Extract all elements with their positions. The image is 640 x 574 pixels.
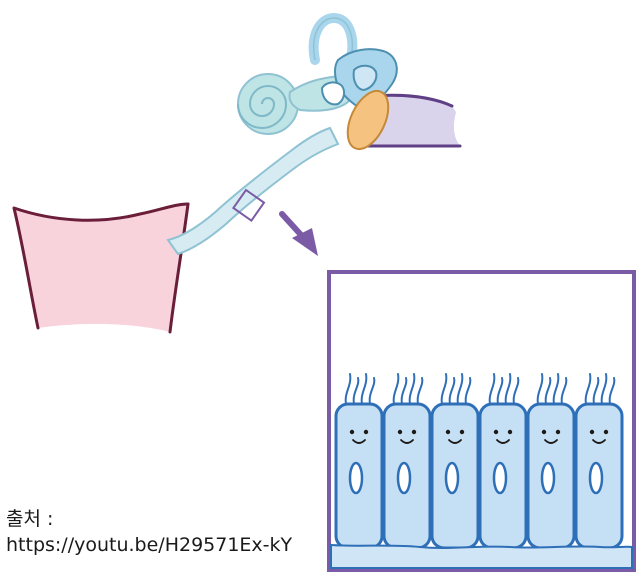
ciliated-cells <box>334 373 624 550</box>
cell-eye <box>589 429 595 435</box>
cell-eye <box>493 429 499 435</box>
ciliated-cell <box>430 373 480 550</box>
cilium <box>512 377 520 405</box>
throat-outline-right <box>168 202 190 334</box>
cilium <box>504 373 512 405</box>
source-caption: 출처 : https://youtu.be/H29571Ex-kY <box>6 506 292 558</box>
cilium <box>456 373 464 405</box>
cell-nucleus <box>444 461 460 495</box>
cilium <box>608 377 616 405</box>
cell-nucleus <box>588 461 604 495</box>
eardrum <box>346 90 390 150</box>
cilium <box>392 373 400 405</box>
cell-smile <box>448 439 462 444</box>
cilium <box>416 377 424 405</box>
cell-eye <box>349 429 355 435</box>
cilium <box>496 377 504 405</box>
cilium <box>352 377 360 405</box>
cell-eye <box>397 429 403 435</box>
cilium <box>544 377 552 405</box>
cilium <box>560 377 568 405</box>
cell-nucleus <box>540 461 556 495</box>
ciliated-cell <box>574 373 624 550</box>
cilium <box>440 373 448 405</box>
ossicle-stapes <box>320 81 346 106</box>
cell-smile <box>544 439 558 444</box>
semicircular-canals-outline <box>313 17 354 63</box>
cochlea <box>237 73 299 135</box>
ossicle-incus <box>352 64 378 92</box>
cilium <box>344 373 352 405</box>
source-label: 출처 : <box>6 508 54 530</box>
cell-eye <box>507 429 513 435</box>
cell-eye <box>541 429 547 435</box>
cilium <box>464 377 472 405</box>
cell-smile <box>400 439 414 444</box>
cilium <box>448 377 456 405</box>
cilium <box>360 373 368 405</box>
magnification-marker <box>231 188 266 223</box>
cell-eye <box>445 429 451 435</box>
cell-nucleus <box>348 461 364 495</box>
throat-shape <box>14 204 188 332</box>
ciliated-cell <box>334 373 384 550</box>
eustachian-tube <box>166 126 340 256</box>
cell-eye <box>555 429 561 435</box>
cilium <box>600 373 608 405</box>
source-url: https://youtu.be/H29571Ex-kY <box>6 534 293 556</box>
cell-eye <box>459 429 465 435</box>
ciliated-cell <box>382 373 432 550</box>
cell-smile <box>496 439 510 444</box>
cilium <box>536 373 544 405</box>
cilium <box>400 377 408 405</box>
cilium <box>488 373 496 405</box>
cilium <box>584 373 592 405</box>
cell-smile <box>592 439 606 444</box>
cell-nucleus <box>396 461 412 495</box>
basement-membrane <box>330 543 633 569</box>
cilium <box>592 377 600 405</box>
cilium <box>368 377 376 405</box>
cell-eye <box>363 429 369 435</box>
zoom-arrow-shaft <box>279 211 305 239</box>
zoom-arrow-head <box>292 228 318 256</box>
cell-eye <box>603 429 609 435</box>
throat-outline-left <box>12 202 190 330</box>
cilium <box>552 373 560 405</box>
cell-eye <box>411 429 417 435</box>
cell-nucleus <box>492 461 508 495</box>
cell-smile <box>352 439 366 444</box>
cilium <box>408 373 416 405</box>
